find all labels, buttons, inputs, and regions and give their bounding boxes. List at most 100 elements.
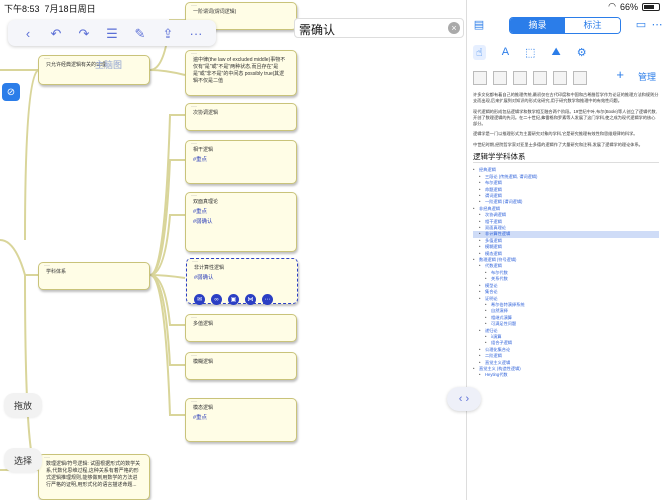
toc-item[interactable]: 相干逻辑 <box>473 219 659 226</box>
settings-icon[interactable]: ⚙ <box>576 46 587 59</box>
back-icon[interactable]: ‹ <box>25 25 31 41</box>
status-time: 下午8:53 7月18日周日 <box>4 4 96 14</box>
share-icon[interactable]: ⇪ <box>162 25 174 41</box>
toc-item[interactable]: 非计算性逻辑 <box>473 231 659 238</box>
toc-item[interactable]: 多值逻辑 <box>473 238 659 245</box>
select-button[interactable]: 选择 <box>4 448 42 472</box>
toc-item[interactable]: 谓词逻辑 <box>473 193 659 200</box>
tablet-icon[interactable]: ▭ <box>635 19 647 31</box>
toc-item[interactable]: Heyting代数 <box>473 372 659 379</box>
toc-item[interactable]: 非经典逻辑 <box>473 206 659 213</box>
add-icon[interactable]: + <box>616 67 624 82</box>
toc-item[interactable]: 直觉主义逻辑 <box>473 360 659 367</box>
toc-item[interactable]: 数理逻辑 (符号逻辑) <box>473 257 659 264</box>
thumbnail[interactable] <box>573 71 587 85</box>
toc-item[interactable]: 关系代数 <box>473 276 659 283</box>
edit-icon[interactable]: ✎ <box>134 25 146 41</box>
sidebar-icon[interactable]: ▤ <box>473 19 485 31</box>
toc-item[interactable]: 一阶逻辑 (谓词逻辑) <box>473 199 659 206</box>
toc-item[interactable]: 递归论 <box>473 328 659 335</box>
thumbnail[interactable] <box>533 71 547 85</box>
toc-item[interactable]: 布尔逻辑 <box>473 180 659 187</box>
toc-item[interactable]: 组合子逻辑 <box>473 340 659 347</box>
text-icon[interactable]: A <box>501 46 510 58</box>
search-input[interactable]: 需确认 × <box>294 18 464 38</box>
toc-item[interactable]: 公理化集合论 <box>473 347 659 354</box>
toc-item[interactable]: 希尔伯特演绎系统 <box>473 302 659 309</box>
manage-button[interactable]: 管理 <box>637 72 656 82</box>
comment-icon[interactable]: ✉ <box>194 294 205 305</box>
panel-tabs: 摘录 标注 <box>509 17 621 34</box>
list-icon[interactable]: ☰ <box>106 25 118 41</box>
toc-item[interactable]: 双面真理论 <box>473 225 659 232</box>
drag-button[interactable]: 拖放 <box>4 393 42 417</box>
node-modal[interactable]: ··· 模态逻辑 #重点 <box>185 398 297 442</box>
node-intro[interactable]: ··· 只允许经典逻辑有关的公理 <box>38 55 150 85</box>
link-badge-icon[interactable]: ⊘ <box>2 83 20 101</box>
node-excluded-middle[interactable]: ··· 遍中律(the law of excluded middle)事物不仅有… <box>185 50 297 96</box>
node-text: 非计算性逻辑 <box>194 265 225 271</box>
node-tag: #重点 <box>193 157 208 163</box>
thumbnail[interactable] <box>513 71 527 85</box>
node-dialetheism[interactable]: ··· 双面真理论 #重点 #弱确认 <box>185 192 297 252</box>
annotation-tools: ☝ A ⬚ ⛰ ⚙ <box>467 41 666 63</box>
node-nonmonotonic-selected[interactable]: ··· 非计算性逻辑 #弱确认 <box>186 258 298 304</box>
toc-item[interactable]: 模型论 <box>473 283 659 290</box>
toc-item[interactable]: 相继式演算 <box>473 315 659 322</box>
more-icon[interactable]: ⋯ <box>651 19 663 31</box>
thumbnail[interactable] <box>473 71 487 85</box>
tab-annotate[interactable]: 标注 <box>565 18 620 33</box>
node-many-valued[interactable]: ··· 多值逻辑 <box>185 314 297 342</box>
undo-icon[interactable]: ↶ <box>50 25 62 41</box>
share-icon[interactable]: ⋈ <box>245 294 256 305</box>
toc-item[interactable]: 证明论 <box>473 296 659 303</box>
toc-item[interactable]: 布尔代数 <box>473 270 659 277</box>
toc-item[interactable]: 可满足性问题 <box>473 321 659 328</box>
toc-item[interactable]: λ演算 <box>473 334 659 341</box>
thumbnail[interactable] <box>553 71 567 85</box>
more-icon[interactable]: ⋯ <box>262 294 273 305</box>
hand-icon[interactable]: ☝ <box>473 44 486 60</box>
node-text: 一阶谓词(谓词逻辑) <box>193 9 237 15</box>
thumbnail[interactable] <box>493 71 507 85</box>
toc-item[interactable]: 三段论 (传统逻辑, 谓词逻辑) <box>473 174 659 181</box>
node-tag: #重点 <box>193 415 208 421</box>
mindmap-toolbar: ‹ ↶ ↷ ☰ ✎ ⇪ ··· <box>8 20 216 46</box>
more-icon[interactable]: ··· <box>189 25 203 41</box>
status-bar: 下午8:53 7月18日周日 ◠ 66% <box>0 0 666 14</box>
node-discipline-system[interactable]: ··· 学科体系 <box>38 262 150 290</box>
search-value: 需确认 <box>299 23 336 37</box>
toc-item[interactable]: 命题逻辑 <box>473 187 659 194</box>
toc-item[interactable]: 代数逻辑 <box>473 263 659 270</box>
clear-icon[interactable]: × <box>448 22 460 34</box>
link-icon[interactable]: ∞ <box>211 294 222 305</box>
toc-item[interactable]: 模糊逻辑 <box>473 244 659 251</box>
node-mathematical-logic[interactable]: ··· 数理逻辑/符号逻辑: 试图根据形式的数学关系,代数化思维过程,这种关系有… <box>38 454 150 500</box>
crop-icon[interactable]: ⬚ <box>525 46 536 59</box>
toc-item[interactable]: 直觉主义 (构造性逻辑) <box>473 366 659 373</box>
split-handle[interactable]: ‹ › <box>447 387 481 411</box>
document-panel: ▤ 摘录 标注 ▭ ⋯ ☝ A ⬚ ⛰ ⚙ + 管理 许多文化都有着自己的推理传… <box>466 0 666 500</box>
image-icon[interactable]: ▣ <box>228 294 239 305</box>
toc-item[interactable]: 二阶逻辑 <box>473 353 659 360</box>
doc-paragraph: 许多文化都有着自己的推理传统,最初仅在古代印度和中国和古希腊哲学作为论证的推理方… <box>473 92 659 104</box>
toc-item[interactable]: 集合论 <box>473 289 659 296</box>
node-fuzzy[interactable]: ··· 模糊逻辑 <box>185 352 297 380</box>
tab-excerpt[interactable]: 摘录 <box>510 18 565 33</box>
mindmap-canvas[interactable]: ··· 一阶谓词(谓词逻辑) ··· 只允许经典逻辑有关的公理 ··· 遍中律(… <box>0 0 445 500</box>
node-tag: #弱确认 <box>194 275 214 281</box>
toc-item[interactable]: 自然演绎 <box>473 308 659 315</box>
node-secondary-logic[interactable]: ··· 次协调逻辑 <box>185 103 297 131</box>
mark-icon[interactable]: ⛰ <box>551 45 561 58</box>
node-text: 只允许经典逻辑有关的公理 <box>46 62 107 68</box>
toc-item[interactable]: 模态逻辑 <box>473 251 659 258</box>
toc-item[interactable]: 经典逻辑 <box>473 167 659 174</box>
node-tag: #弱确认 <box>193 219 213 225</box>
redo-icon[interactable]: ↷ <box>78 25 90 41</box>
node-relevance-logic[interactable]: ··· 相干逻辑 #重点 <box>185 140 297 184</box>
doc-paragraph: 中世纪时期,经院哲学家对亚里士多德的逻辑作了大量研究和注释,发展了逻辑学的理论体… <box>473 141 643 147</box>
battery-percent: 66% <box>619 1 638 12</box>
node-text: 学科体系 <box>46 269 67 275</box>
map-title: 主脑图 <box>95 60 123 70</box>
toc-item[interactable]: 次协调逻辑 <box>473 212 659 219</box>
